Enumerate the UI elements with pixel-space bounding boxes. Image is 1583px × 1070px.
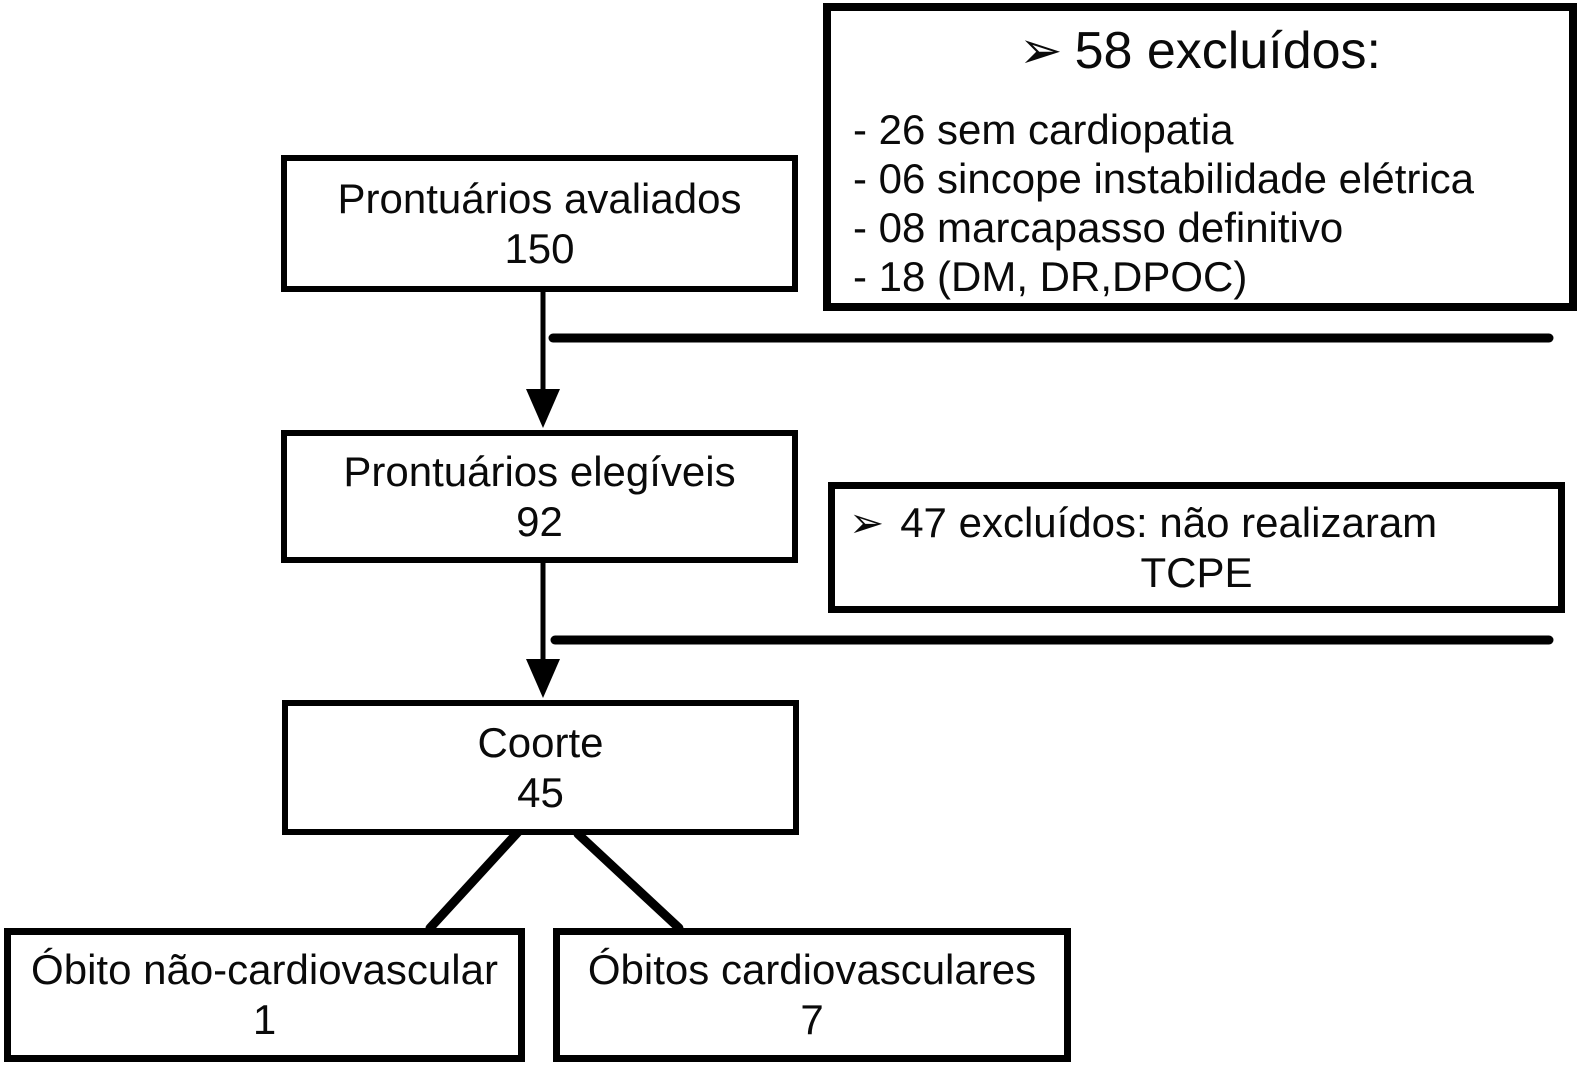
- node-label: Óbitos cardiovasculares: [587, 946, 1037, 993]
- node-obito-nao-cardiovascular: Óbito não-cardiovascular 1: [4, 928, 525, 1062]
- excluded-58-list: - 26 sem cardiopatia - 06 sincope instab…: [831, 105, 1569, 301]
- connector-coorte-obito-nao-cardiovascular: [425, 826, 524, 933]
- excluded-58-item: - 26 sem cardiopatia: [853, 106, 1234, 153]
- connector-coorte-obitos-cardiovasculares: [573, 829, 684, 933]
- excluded-58-title: ➢58 excluídos:: [831, 19, 1569, 83]
- node-value: 7: [800, 996, 824, 1043]
- node-label: Coorte: [477, 718, 604, 766]
- node-label: Óbito não-cardiovascular: [31, 946, 498, 993]
- node-value: 45: [517, 768, 564, 816]
- node-label: Prontuários avaliados: [337, 174, 742, 222]
- node-obitos-cardiovasculares: Óbitos cardiovasculares 7: [553, 928, 1071, 1062]
- arrowhead-bullet-icon: ➢: [849, 498, 885, 546]
- node-coorte: Coorte 45: [282, 700, 799, 835]
- node-value: 92: [516, 497, 563, 545]
- excluded-58-title-text: 58 excluídos:: [1074, 22, 1381, 80]
- node-prontuarios-avaliados: Prontuários avaliados 150: [281, 155, 798, 292]
- node-value: 1: [252, 996, 277, 1043]
- note-excluded-47: ➢ 47 excluídos: não realizaram TCPE: [828, 482, 1565, 613]
- excluded-47-text: 47 excluídos: não realizaram: [900, 498, 1438, 546]
- arrow-down-icon: [526, 389, 560, 428]
- node-prontuarios-elegiveis: Prontuários elegíveis 92: [281, 430, 798, 563]
- excluded-47-line2: TCPE: [1140, 548, 1253, 596]
- node-label: Prontuários elegíveis: [343, 447, 736, 495]
- excluded-58-item: - 08 marcapasso definitivo: [853, 204, 1344, 251]
- node-value: 150: [504, 224, 575, 272]
- excluded-47-line1: ➢ 47 excluídos: não realizaram: [835, 498, 1558, 548]
- arrow-down-icon: [526, 659, 560, 698]
- arrowhead-bullet-icon: ➢: [1019, 22, 1075, 80]
- excluded-58-item: - 18 (DM, DR,DPOC): [853, 253, 1248, 300]
- excluded-58-item: - 06 sincope instabilidade elétrica: [853, 155, 1475, 202]
- note-excluded-58: ➢58 excluídos: - 26 sem cardiopatia - 06…: [823, 3, 1577, 311]
